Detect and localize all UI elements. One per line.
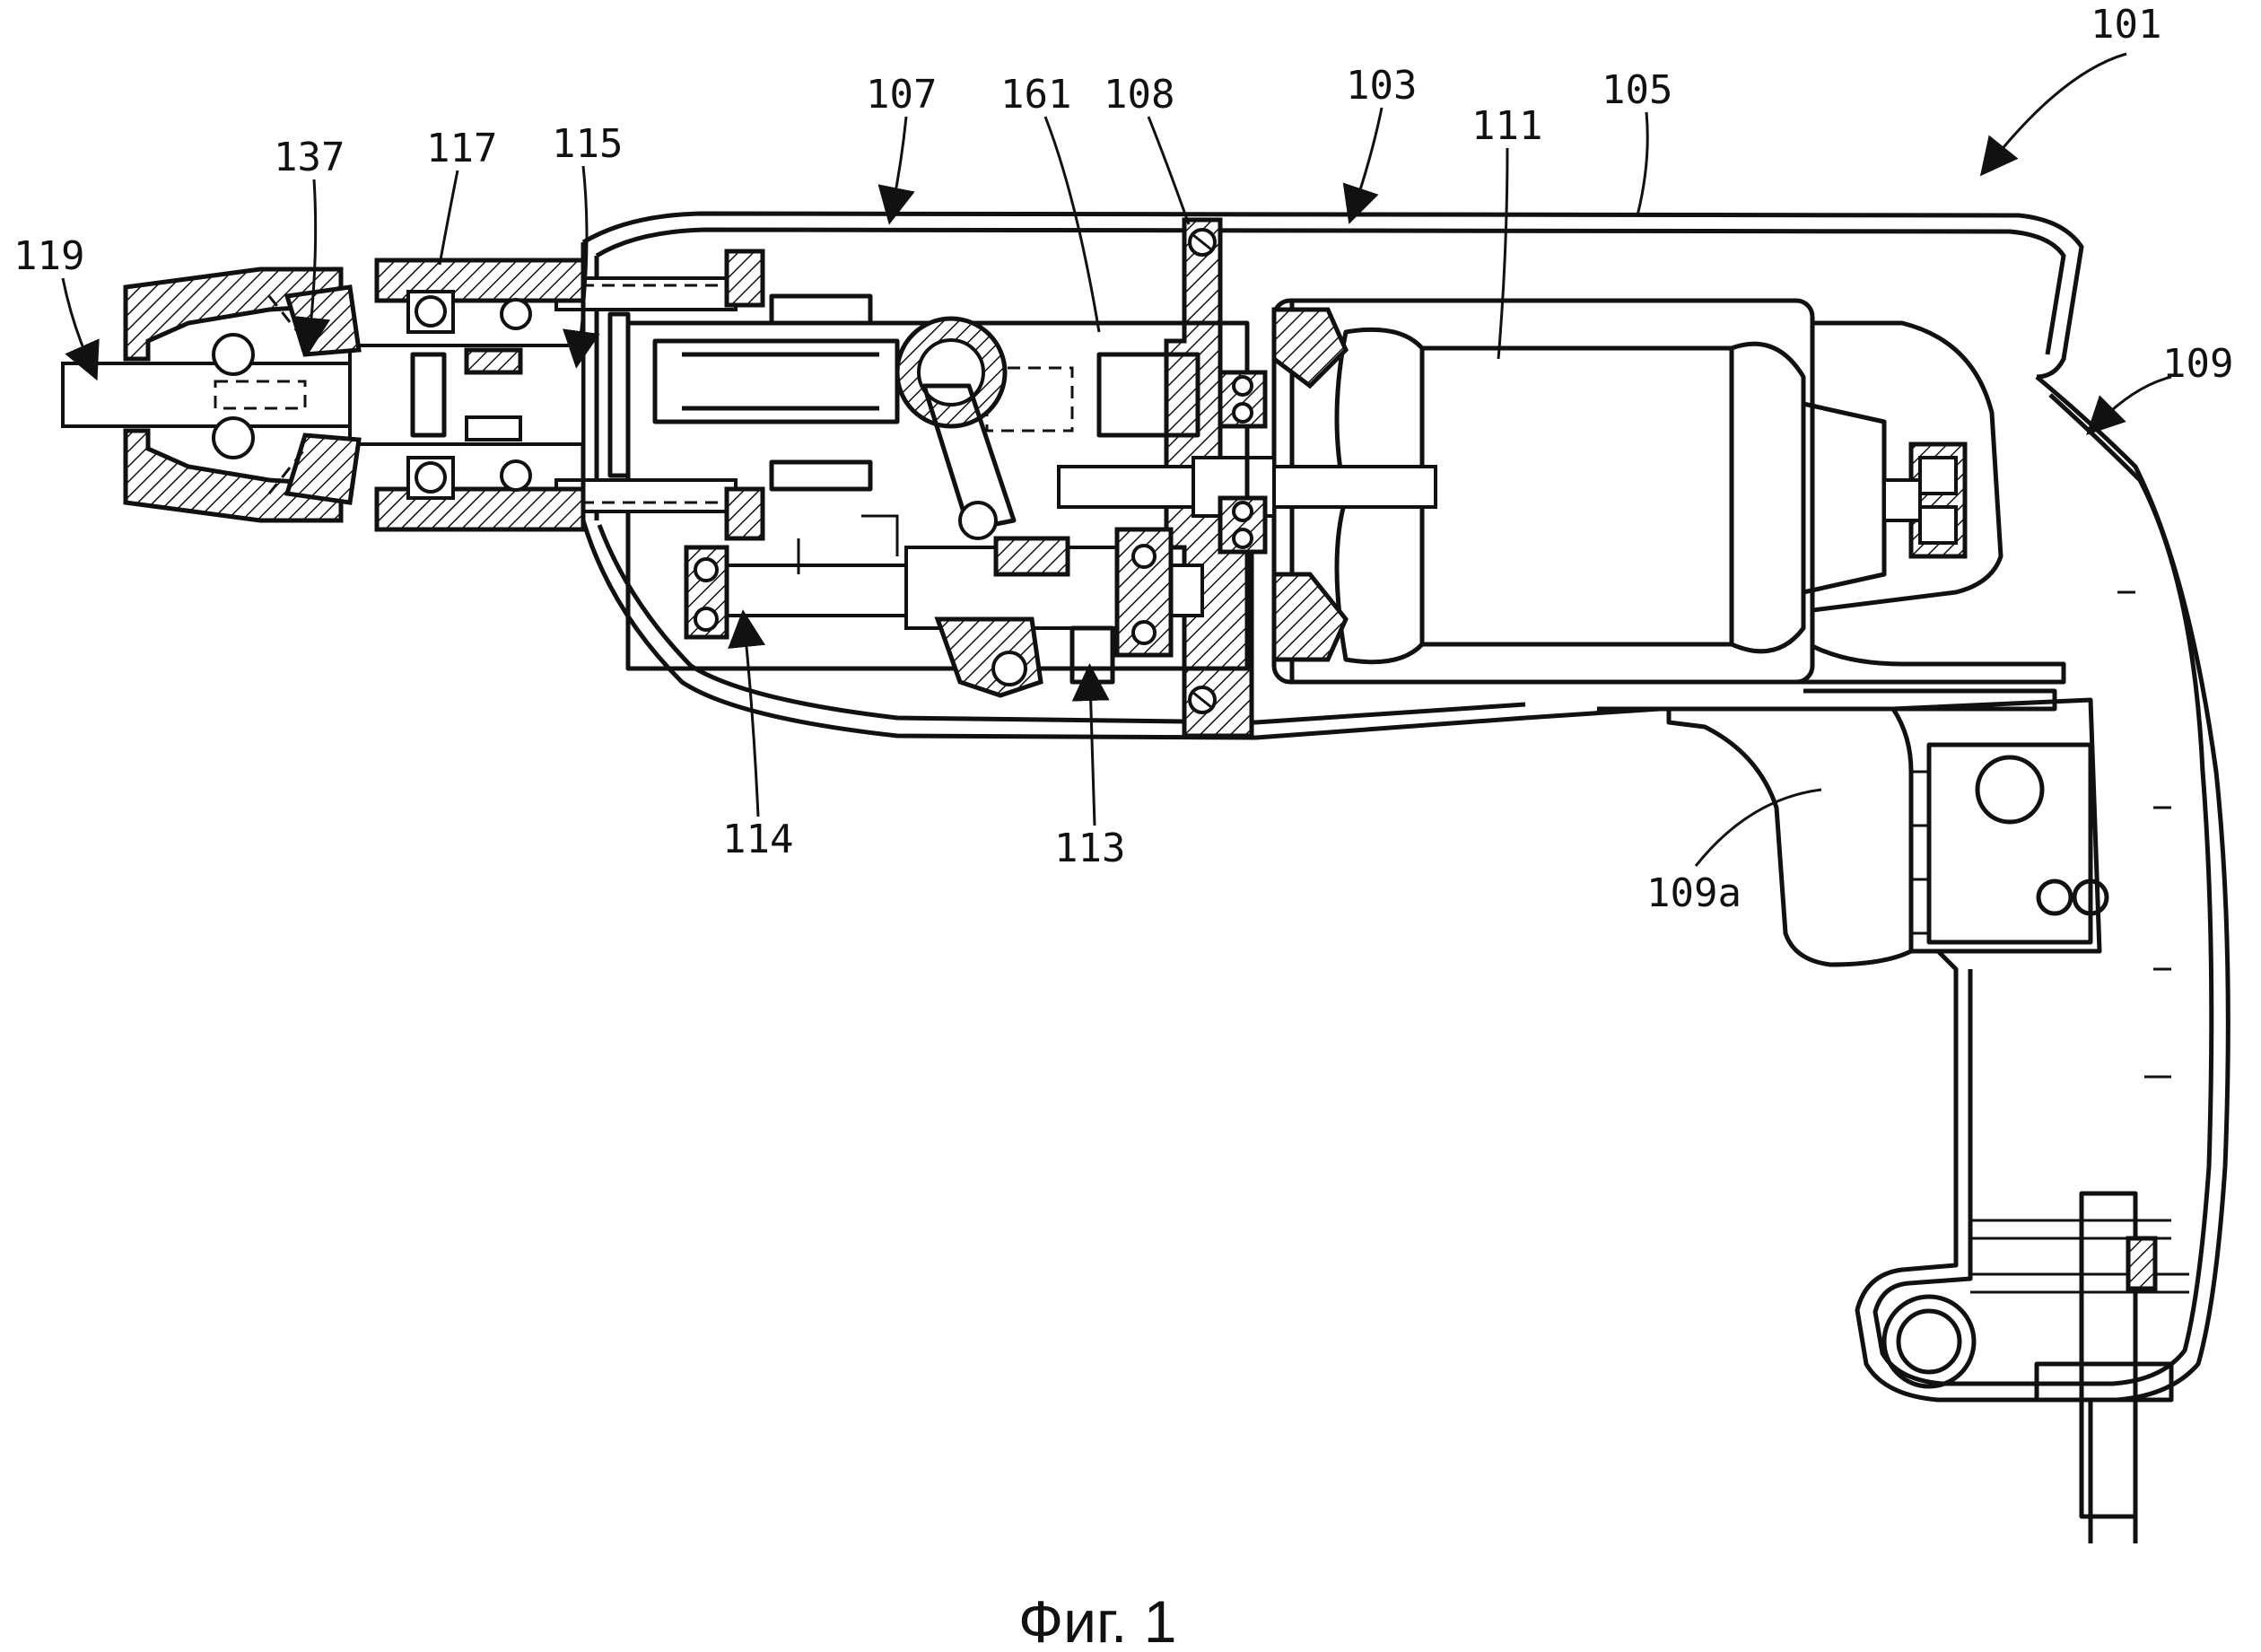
reference-labels: 101 103 105 107 161 108 111 109 109a 113… [13, 2, 2233, 916]
fasteners [1188, 228, 1217, 714]
tool-holder [61, 258, 586, 532]
barrel [554, 249, 873, 541]
label-115: 115 [552, 121, 623, 167]
gear-section [625, 316, 1268, 698]
label-107: 107 [866, 72, 937, 118]
label-101: 101 [2091, 2, 2161, 48]
label-103: 103 [1346, 63, 1417, 109]
label-111: 111 [1471, 103, 1542, 149]
label-109a: 109a [1646, 870, 1742, 916]
label-117: 117 [426, 126, 497, 171]
trigger [1666, 697, 2109, 967]
label-113: 113 [1054, 826, 1125, 871]
label-105: 105 [1602, 67, 1672, 113]
label-137: 137 [274, 135, 345, 180]
figure-caption: Фиг. 1 [1018, 1588, 1176, 1652]
label-119: 119 [13, 233, 84, 279]
label-109: 109 [2162, 341, 2233, 387]
label-161: 161 [1000, 72, 1071, 118]
label-108: 108 [1104, 72, 1174, 118]
label-114: 114 [722, 817, 793, 862]
handle [1855, 375, 2230, 1543]
